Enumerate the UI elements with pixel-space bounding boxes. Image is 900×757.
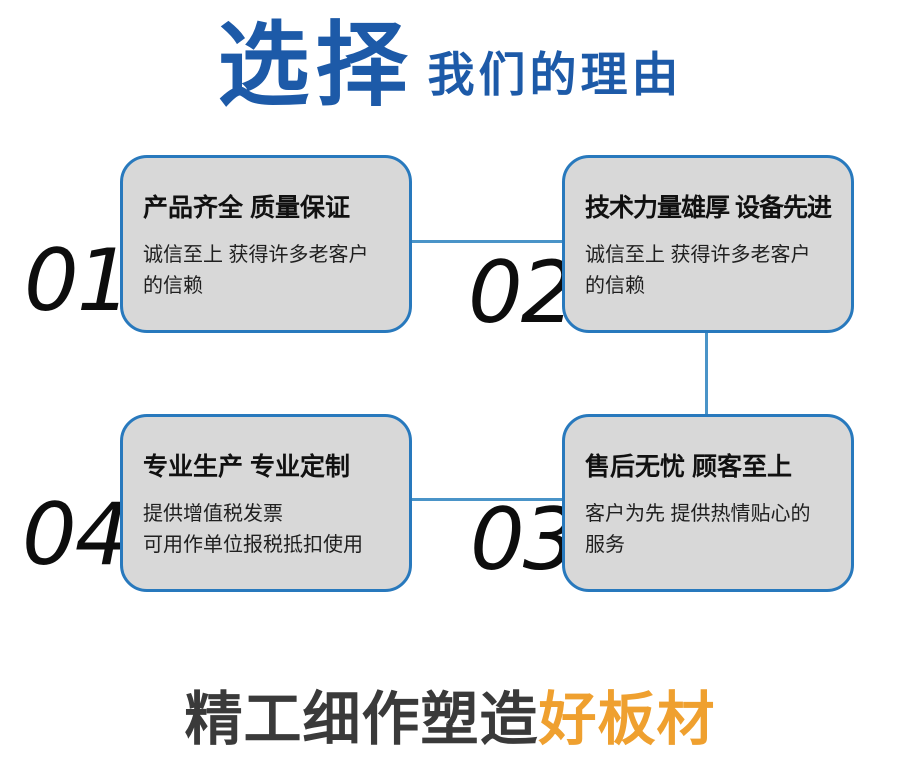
card-description: 诚信至上 获得许多老客户 的信赖: [143, 244, 369, 297]
card-title: 专业生产 专业定制: [143, 453, 350, 481]
card-title: 技术力量雄厚 设备先进: [585, 194, 832, 222]
step-number-04: 04: [22, 485, 129, 585]
card-title: 售后无忧 顾客至上: [585, 453, 792, 481]
card-title: 产品齐全 质量保证: [143, 194, 350, 222]
card-description: 诚信至上 获得许多老客户 的信赖: [585, 244, 811, 297]
step-number-01: 01: [24, 231, 131, 331]
feature-card-01: 产品齐全 质量保证 诚信至上 获得许多老客户 的信赖: [120, 155, 412, 333]
feature-card-04: 专业生产 专业定制 提供增值税发票 可用作单位报税抵扣使用: [120, 414, 412, 592]
connector-line-right: [705, 333, 708, 417]
card-description: 客户为先 提供热情贴心的 服务: [585, 503, 811, 556]
title-highlight: 选择: [217, 15, 414, 117]
footer-slogan-dark: 精工细作塑造: [184, 687, 539, 752]
card-description: 提供增值税发票 可用作单位报税抵扣使用: [143, 503, 363, 556]
step-number-03: 03: [470, 490, 577, 590]
feature-card-03: 售后无忧 顾客至上 客户为先 提供热情贴心的 服务: [562, 414, 854, 592]
step-number-02: 02: [468, 243, 575, 343]
page-title: 选择 我们的理由: [217, 18, 682, 115]
connector-line-bottom: [412, 498, 564, 501]
footer-slogan-accent: 好板材: [538, 687, 716, 752]
title-rest: 我们的理由: [427, 47, 683, 101]
footer-slogan: 精工细作塑造好板材: [184, 672, 715, 756]
feature-card-02: 技术力量雄厚 设备先进 诚信至上 获得许多老客户 的信赖: [562, 155, 854, 333]
connector-line-top: [410, 240, 564, 243]
